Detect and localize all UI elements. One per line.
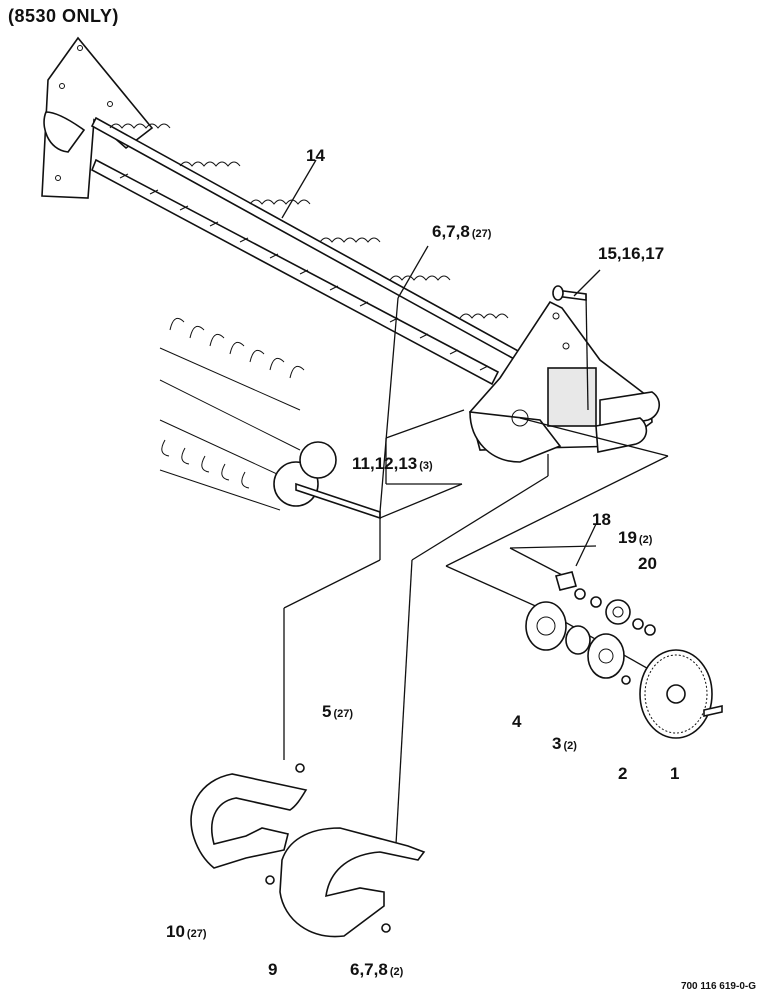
callout-3: 3(2) (552, 734, 577, 753)
callout-6-7-8-bottom: 6,7,8(2) (350, 960, 404, 979)
callout-6-7-8-top: 6,7,8(27) (432, 222, 492, 241)
callout-20: 20 (638, 554, 657, 573)
callout-14: 14 (306, 146, 325, 165)
callout-10: 10(27) (166, 922, 207, 941)
callout-2: 2 (618, 764, 628, 783)
drive-assembly (525, 571, 723, 739)
pickup-reel (159, 317, 381, 520)
callout-18: 18 (592, 510, 611, 529)
right-end-bracket (469, 300, 660, 463)
callout-5: 5(27) (322, 702, 354, 721)
model-note: (8530 ONLY) (8, 6, 119, 26)
callout-19: 19(2) (618, 528, 653, 547)
callout-11-12-13: 11,12,13(3) (352, 454, 433, 473)
callout-9: 9 (268, 960, 278, 979)
shield-10 (190, 763, 308, 885)
callout-15-16-17: 15,16,17 (598, 244, 665, 263)
drawing-number: 700 116 619-0-G (680, 981, 756, 992)
callout-4: 4 (512, 712, 522, 731)
lower-stripper-bar (90, 158, 500, 386)
shield-9 (279, 827, 426, 938)
callout-1: 1 (670, 764, 680, 783)
leader-lines (281, 159, 687, 845)
